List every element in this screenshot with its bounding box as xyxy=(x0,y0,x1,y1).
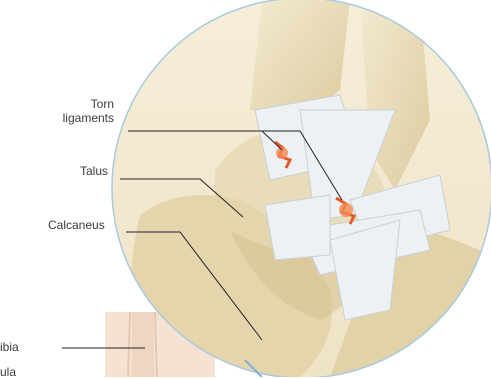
torn-label-line2: ligaments xyxy=(63,111,114,125)
talus-label: Talus xyxy=(80,164,108,178)
calcaneus-label: Calcaneus xyxy=(48,218,105,232)
torn-label-line1: Torn xyxy=(63,97,114,111)
tibia-label: ibia xyxy=(0,340,19,354)
torn-ligaments-label: Torn ligaments xyxy=(63,97,114,125)
